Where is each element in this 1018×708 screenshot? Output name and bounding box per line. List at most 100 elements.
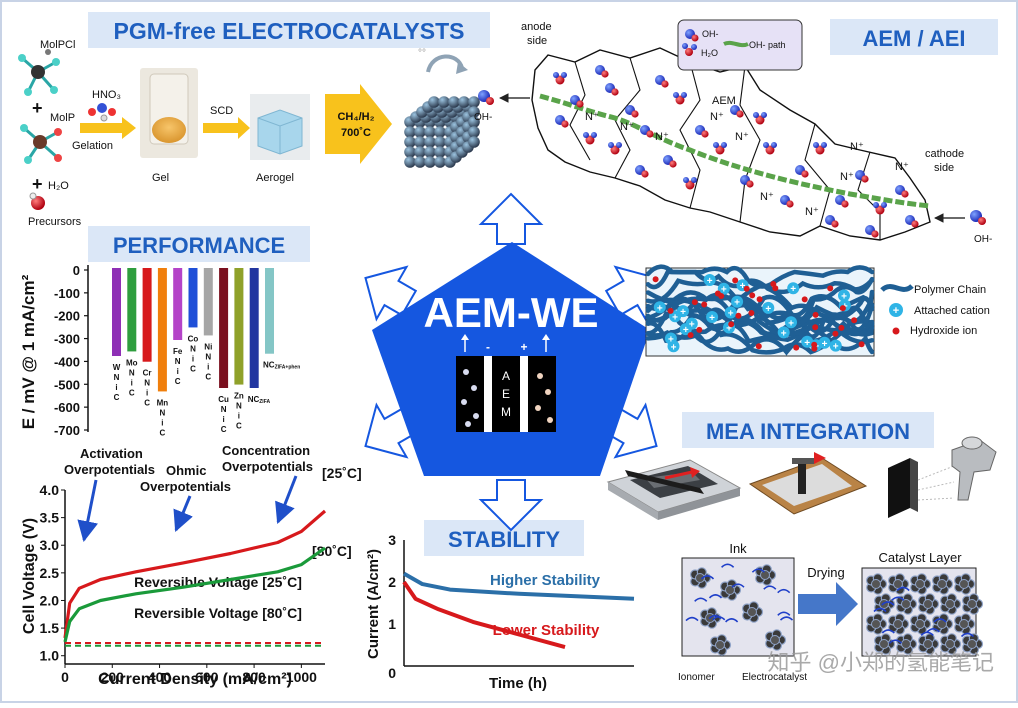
oh-right-label: OH- (974, 234, 992, 245)
pol-x-tick-label: 1000 (286, 669, 317, 685)
hub-arrow (478, 192, 544, 245)
bar-label: Ni (204, 342, 212, 351)
bar-label: Mn (157, 398, 169, 407)
pol-y-tick-label: 3.5 (40, 510, 60, 526)
water-molecule-icon (29, 192, 45, 210)
bar-y-tick-label: -400 (54, 354, 80, 369)
hydroxide-ion-swatch (892, 327, 900, 335)
stab-y-tick-label: 3 (388, 532, 396, 548)
molp-label: MolP (50, 112, 75, 124)
hub-arrows (364, 192, 658, 532)
gel-label: Gel (152, 172, 169, 184)
pyrolysis-temp-label: 700˚C (341, 127, 371, 139)
cell-letter-m: M (501, 405, 511, 419)
pol-y-tick-label: 2.0 (40, 592, 60, 608)
bar-label: i (192, 354, 194, 363)
bar-y-axis-label: E / mV @ 1 mA/cm² (19, 274, 38, 429)
bar-label: N (144, 379, 150, 388)
ohmic-label: Ohmic (166, 463, 206, 478)
polymer-network-image: ++++++++++++++++++++++++ (645, 264, 875, 356)
stab-y-tick-label: 2 (388, 574, 396, 590)
bar-label: Fe (173, 347, 183, 356)
hub-arrow (478, 479, 544, 532)
svg-text:+: + (790, 284, 796, 295)
cell-letter-e: E (502, 387, 510, 401)
cation-site (717, 282, 730, 295)
svg-text:+: + (672, 312, 678, 323)
bar-label: NCZIFA (248, 395, 271, 405)
cation-site (703, 274, 716, 286)
water-particle (585, 135, 595, 145)
cathode-side-label: side (934, 162, 954, 174)
svg-text:+: + (726, 324, 732, 335)
bar-label: NCZIFA+phen (263, 361, 300, 371)
bar-label: C (114, 393, 120, 402)
rotate-arrowhead (456, 62, 468, 74)
catalyst-cube-icon (404, 96, 480, 168)
svg-text:+: + (709, 313, 715, 324)
bar-label: i (115, 383, 117, 392)
higher-stability-label: Higher Stability (490, 572, 601, 589)
cation-site (731, 295, 744, 308)
bar-label: C (160, 428, 166, 437)
svg-text:+: + (804, 338, 810, 349)
bar-label: W (113, 363, 121, 372)
stab-y-axis-label: Current (A/cm²) (365, 549, 382, 659)
cell-minus-sign: - (486, 340, 490, 354)
drying-label: Drying (807, 565, 845, 580)
stability-chart: Current (A/cm²) Time (h) Higher Stabilit… (365, 532, 635, 692)
bar-label: N (160, 408, 166, 417)
screen-printing-icon (748, 452, 868, 515)
ammonium-site: N⁺ (655, 131, 669, 143)
bar (127, 268, 137, 352)
bar (188, 268, 198, 328)
aem-aei-title-box: AEM / AEI (830, 19, 998, 55)
aem-particles: N⁺N⁺N⁺N⁺N⁺N⁺N⁺N⁺N⁺N⁺ (553, 65, 919, 238)
pol-x-tick-label: 400 (148, 669, 172, 685)
bar-label: C (236, 422, 242, 431)
bar-label: Cu (218, 395, 229, 404)
svg-text:+: + (833, 342, 839, 353)
cell-letter-a: A (502, 369, 510, 383)
svg-text:+: + (680, 307, 686, 318)
aem-label: AEM (712, 95, 736, 107)
higher-stability-curve (403, 571, 635, 601)
watermark: 知乎 @小郑的氢能笔记 (768, 650, 994, 675)
spray-coating-icon (888, 436, 997, 518)
cation-site (801, 335, 814, 348)
bar-label: Cr (143, 369, 152, 378)
water-particle (715, 145, 725, 155)
stability-title: STABILITY (448, 527, 560, 552)
bar (157, 268, 167, 392)
molpcl-label: MolPCl (40, 39, 75, 51)
water-particle (875, 205, 885, 215)
ink-label: Ink (729, 541, 747, 556)
pol-x-tick-label: 600 (195, 669, 219, 685)
rev-voltage-80-label: Reversible Voltage [80˚C] (134, 605, 302, 621)
hno3-label: HNO₃ (92, 89, 121, 101)
cell-plus-sign: + (520, 340, 527, 354)
svg-text:+: + (657, 303, 663, 314)
water-particle (555, 75, 565, 85)
bar-y-tick-label: -700 (54, 423, 80, 438)
gelation-arrow (80, 117, 136, 139)
legend-path-label: OH- path (749, 40, 786, 50)
activation-label: Activation (80, 446, 143, 461)
pgm-title: PGM-free ELECTROCATALYSTS (114, 18, 465, 44)
attached-cation-swatch (889, 303, 903, 317)
ammonium-site: N⁺ (805, 206, 819, 218)
bar-label: N (175, 357, 181, 366)
bar-label: N (190, 344, 196, 353)
performance-bar-chart: E / mV @ 1 mA/cm² 0-100-200-300-400-500-… (19, 263, 300, 438)
performance-title-box: PERFORMANCE (88, 226, 310, 262)
mea-title: MEA INTEGRATION (706, 419, 910, 444)
oh-ion-right-icon (970, 210, 986, 225)
slot-die-coater-icon (606, 459, 742, 520)
water-particle (610, 145, 620, 155)
cation-site (724, 306, 737, 319)
polarization-chart: Cell Voltage (V) Current Density (mA/cm²… (21, 443, 362, 688)
concentration-arrow (275, 475, 298, 524)
water-particle (755, 115, 765, 125)
anode-label: anode (521, 21, 552, 33)
